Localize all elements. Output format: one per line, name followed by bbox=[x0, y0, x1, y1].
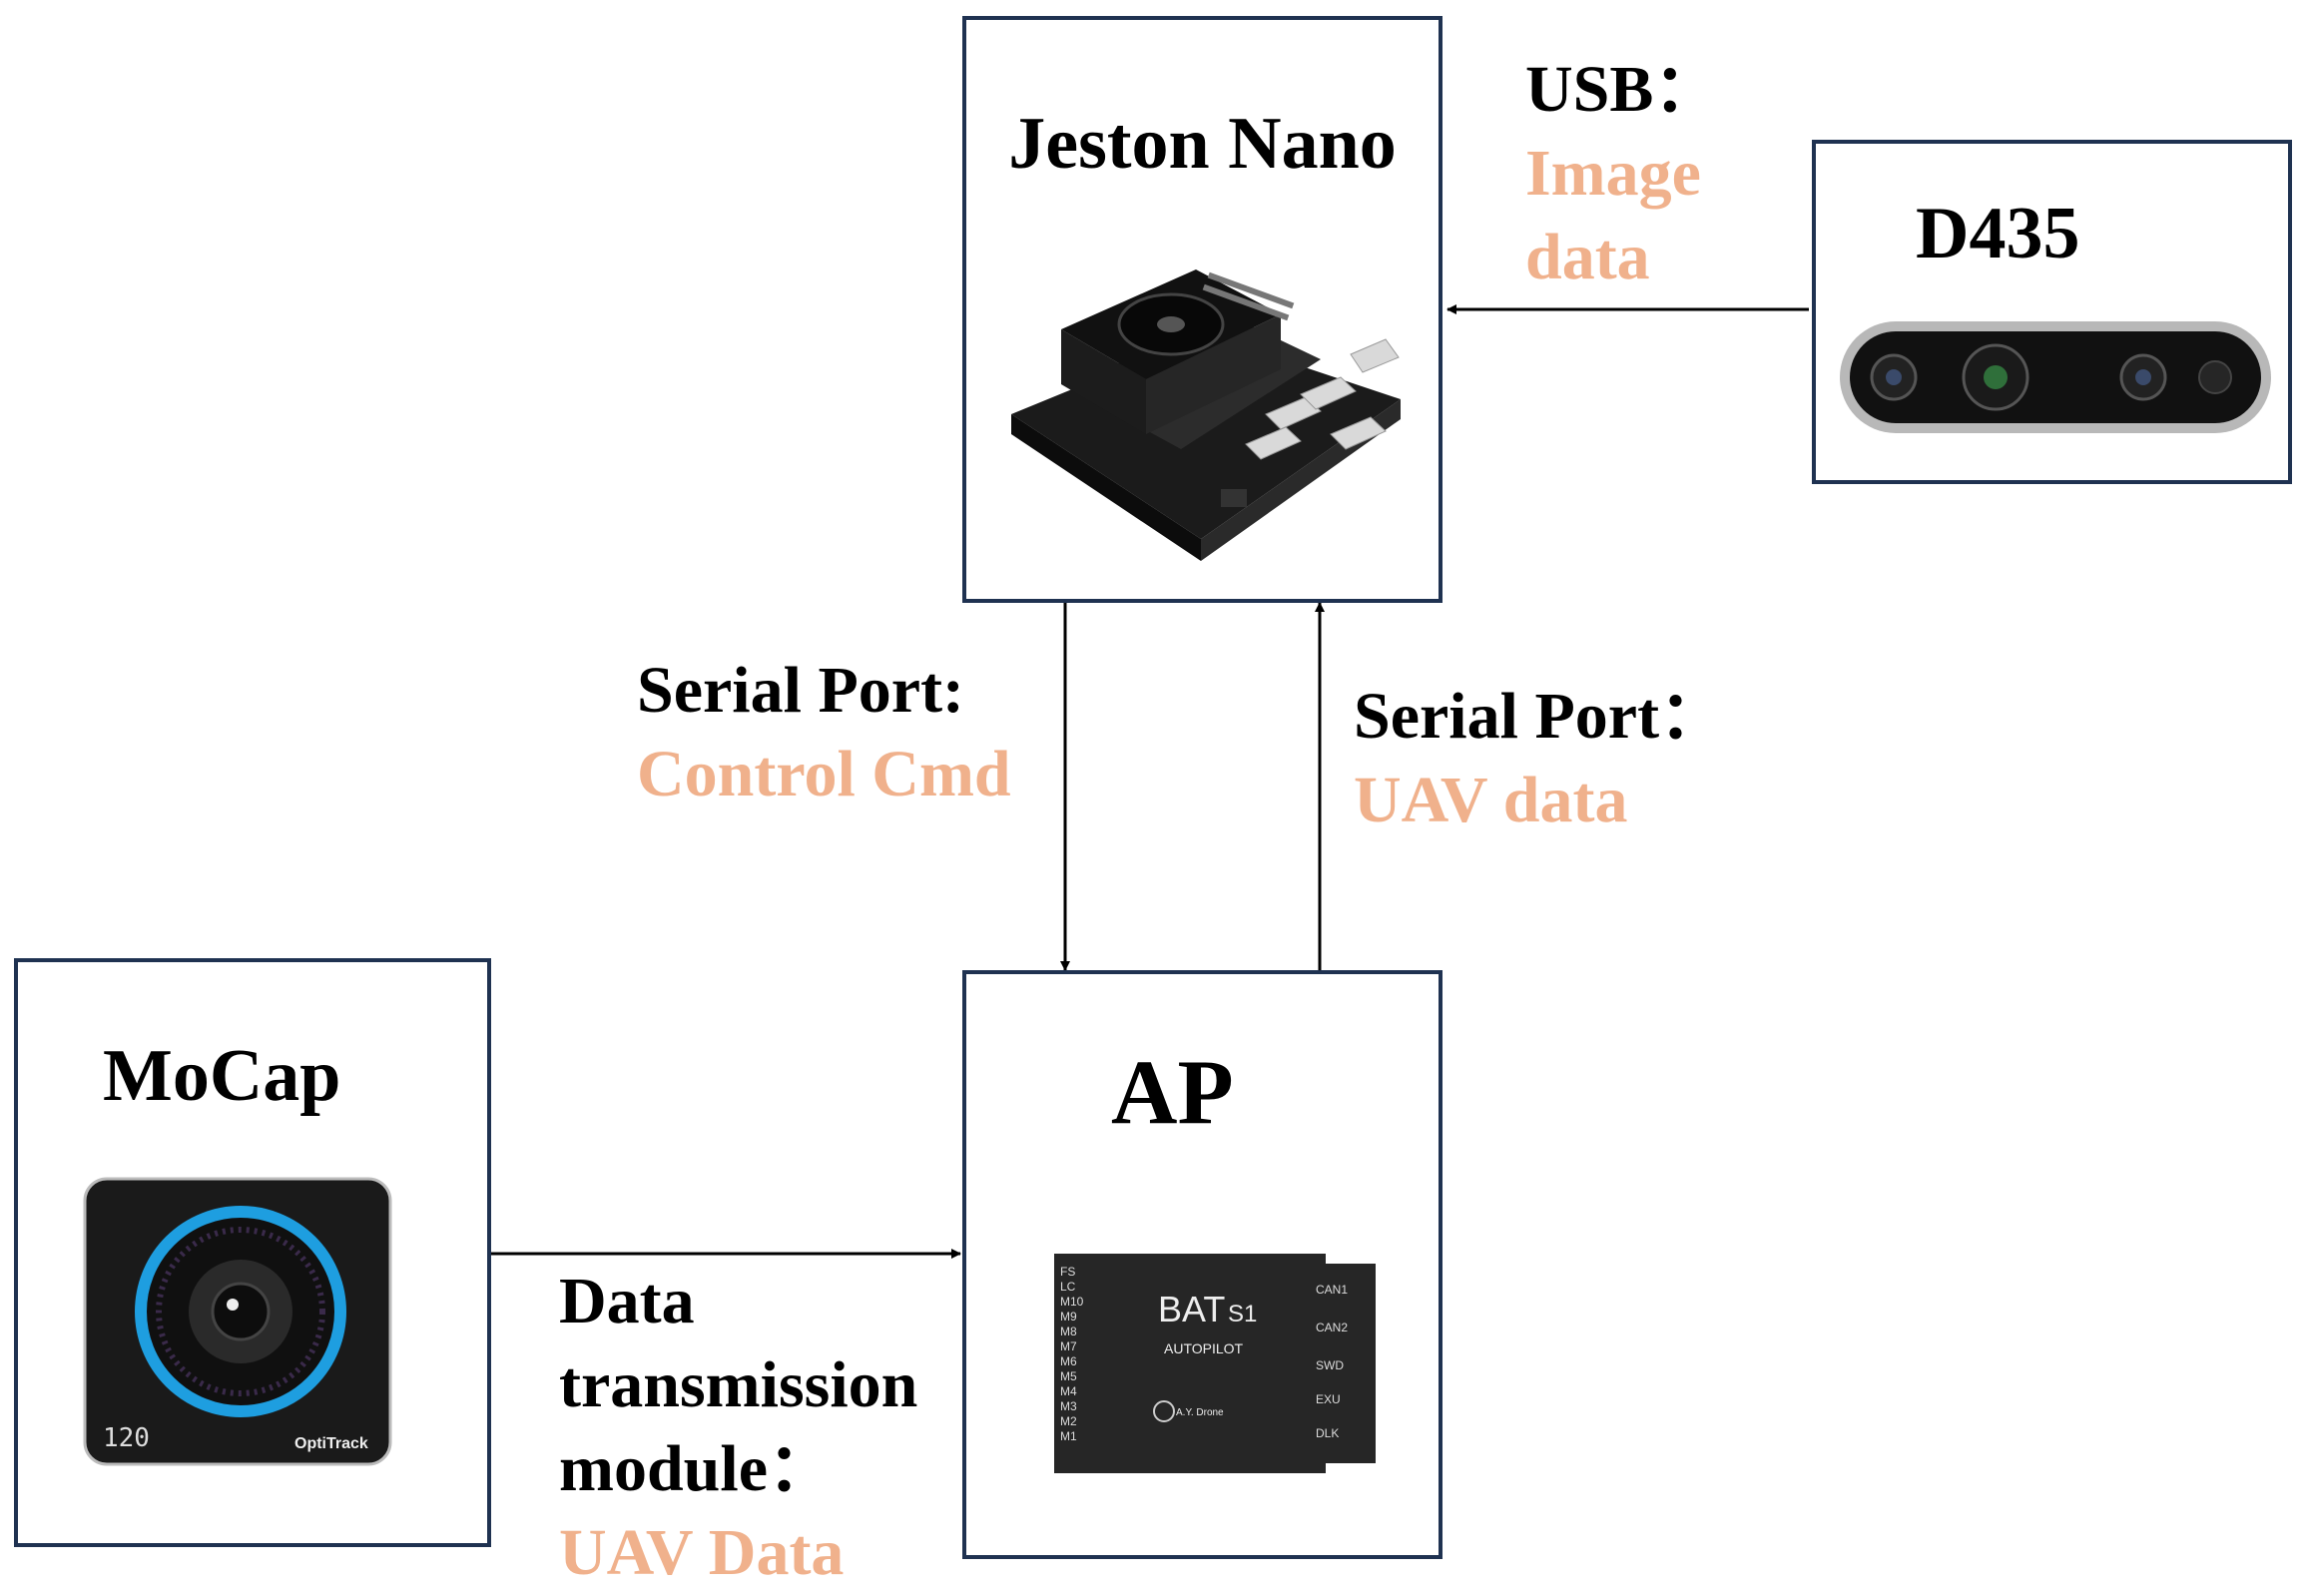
pin-lc: LC bbox=[1060, 1280, 1076, 1294]
data-tx-value: UAV Data bbox=[559, 1516, 845, 1589]
serial-cmd-key: Serial Port: bbox=[637, 654, 965, 727]
jetson-nano-node: Jeston Nano bbox=[962, 16, 1442, 603]
pin-dlk: DLK bbox=[1316, 1426, 1339, 1440]
pin-can1: CAN1 bbox=[1316, 1283, 1348, 1297]
ap-node: AP FS LC M10 M9 M8 M7 M6 M5 M4 M3 M2 M1 … bbox=[962, 970, 1442, 1559]
pin-m4: M4 bbox=[1060, 1384, 1077, 1398]
board-model: S1 bbox=[1228, 1301, 1257, 1328]
jetson-nano-board-image bbox=[1011, 269, 1401, 561]
pin-m10: M10 bbox=[1060, 1295, 1084, 1309]
serial-uav-value: UAV data bbox=[1354, 764, 1628, 836]
data-tx-key-line1: Data bbox=[559, 1265, 695, 1337]
board-maker: A.Y. Drone bbox=[1176, 1407, 1224, 1418]
serial-uav-key: Serial Port： bbox=[1354, 680, 1726, 753]
pin-m7: M7 bbox=[1060, 1339, 1077, 1353]
pin-fs: FS bbox=[1060, 1265, 1075, 1279]
board-brand: BAT bbox=[1158, 1289, 1225, 1330]
pin-m6: M6 bbox=[1060, 1354, 1077, 1368]
mocap-title: MoCap bbox=[103, 1035, 341, 1117]
d435-camera-image bbox=[1840, 321, 2271, 433]
d435-node: D435 bbox=[1812, 140, 2292, 484]
autopilot-board-image: FS LC M10 M9 M8 M7 M6 M5 M4 M3 M2 M1 CAN… bbox=[1054, 1254, 1376, 1473]
serial-cmd-label: Serial Port: Control Cmd bbox=[637, 649, 1011, 816]
data-tx-key-line3: module： bbox=[559, 1432, 835, 1505]
optitrack-camera-image: 120 OptiTrack bbox=[83, 1177, 392, 1466]
pin-m1: M1 bbox=[1060, 1429, 1077, 1443]
pin-m9: M9 bbox=[1060, 1310, 1077, 1324]
pin-m8: M8 bbox=[1060, 1325, 1077, 1338]
camera-brand: OptiTrack bbox=[294, 1435, 368, 1452]
serial-cmd-value: Control Cmd bbox=[637, 738, 1011, 810]
jetson-nano-title: Jeston Nano bbox=[1008, 103, 1397, 185]
board-sub: AUTOPILOT bbox=[1164, 1340, 1244, 1356]
pin-can2: CAN2 bbox=[1316, 1321, 1348, 1334]
camera-number: 120 bbox=[103, 1423, 150, 1453]
pin-swd: SWD bbox=[1316, 1358, 1344, 1372]
pin-exu: EXU bbox=[1316, 1392, 1341, 1406]
serial-uav-label: Serial Port： UAV data bbox=[1354, 675, 1725, 842]
data-transmission-label: Data transmission module： UAV Data bbox=[559, 1260, 917, 1595]
usb-key: USB： bbox=[1525, 53, 1720, 126]
usb-value-line1: Image bbox=[1525, 137, 1701, 210]
usb-label: USB： Image data bbox=[1525, 48, 1719, 299]
pin-m2: M2 bbox=[1060, 1414, 1077, 1428]
pin-m3: M3 bbox=[1060, 1399, 1077, 1413]
ap-title: AP bbox=[1111, 1041, 1234, 1143]
data-tx-key-line2: transmission bbox=[559, 1348, 918, 1421]
pin-m5: M5 bbox=[1060, 1369, 1077, 1383]
d435-title: D435 bbox=[1916, 193, 2080, 274]
usb-value-line2: data bbox=[1525, 221, 1650, 293]
mocap-node: MoCap 120 OptiTrack bbox=[14, 958, 491, 1547]
